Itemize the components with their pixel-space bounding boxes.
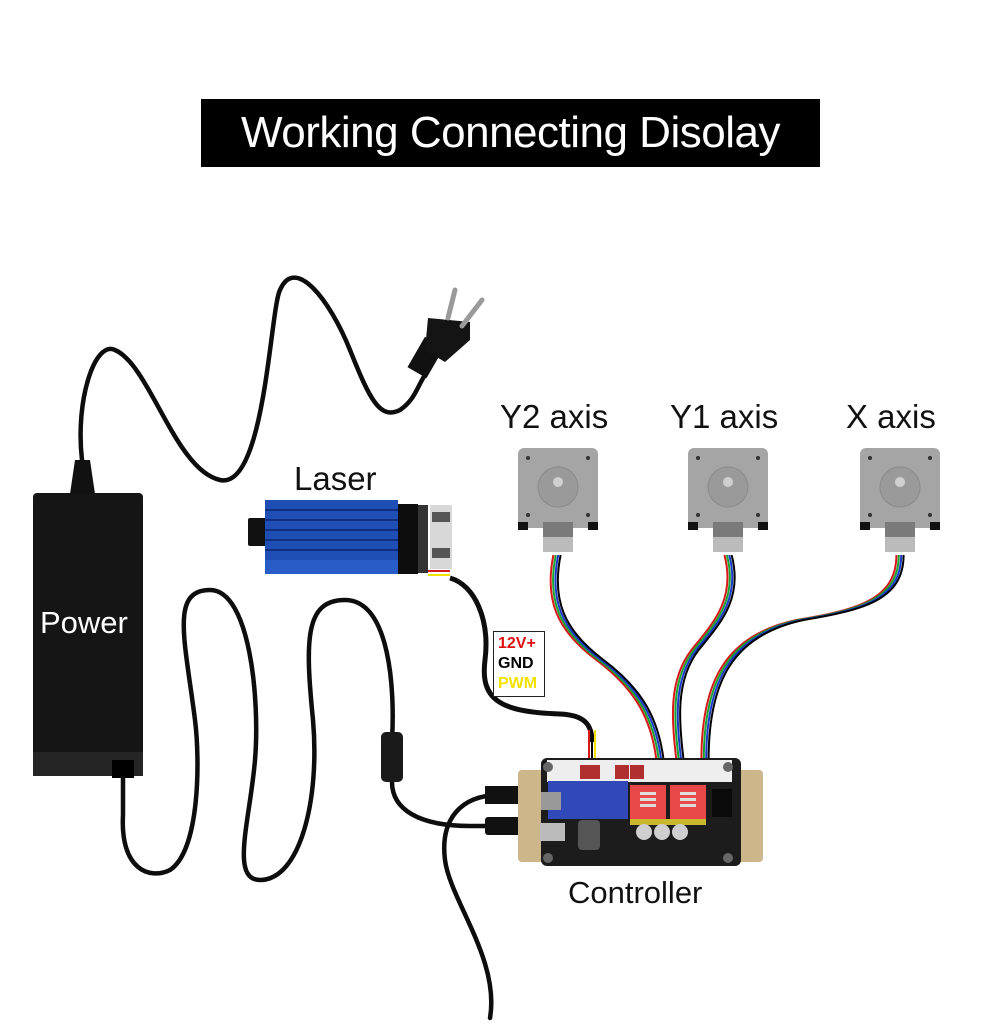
motor-label-y1: Y1 axis (670, 398, 779, 435)
stepper-motor-y1 (688, 448, 768, 552)
motor-wire-y2-0 (549, 554, 658, 761)
pin-pwm-label: PWM (498, 675, 538, 692)
power-label: Power (40, 605, 128, 640)
motor-wire-x-3 (707, 554, 905, 761)
laser-label: Laser (294, 460, 377, 497)
motor-wire-y1-0 (671, 554, 729, 761)
ac-power-cable (78, 275, 428, 483)
motor-label-y2: Y2 axis (500, 398, 609, 435)
stepper-motor-y2 (518, 448, 598, 552)
motor-wire-y2-3 (556, 554, 665, 761)
usb-cable (442, 792, 543, 1021)
ferrite-bead (381, 732, 403, 782)
controller-board (518, 758, 763, 866)
controller-label: Controller (568, 875, 703, 910)
pin-12v-label: 12V+ (498, 635, 536, 652)
laser-pinout-legend: 12V+ GND PWM (493, 631, 545, 697)
laser-cable (449, 575, 595, 743)
power-adapter (33, 493, 143, 776)
motor-label-x: X axis (846, 398, 936, 435)
motor-wire-y1-1 (674, 554, 731, 761)
motor-wire-y1-3 (679, 554, 736, 761)
laser-module (248, 500, 452, 576)
pin-gnd-label: GND (498, 655, 534, 672)
motor-wire-y2-2 (554, 554, 663, 761)
motor-wire-bundles (549, 554, 905, 761)
wall-plug-icon (407, 287, 485, 379)
dc-power-cable (120, 587, 395, 883)
stepper-motor-x (860, 448, 940, 552)
motor-wire-y1-2 (676, 554, 734, 761)
motor-wire-y2-1 (552, 554, 660, 761)
page-title: Working Connecting Disolay (201, 99, 820, 167)
